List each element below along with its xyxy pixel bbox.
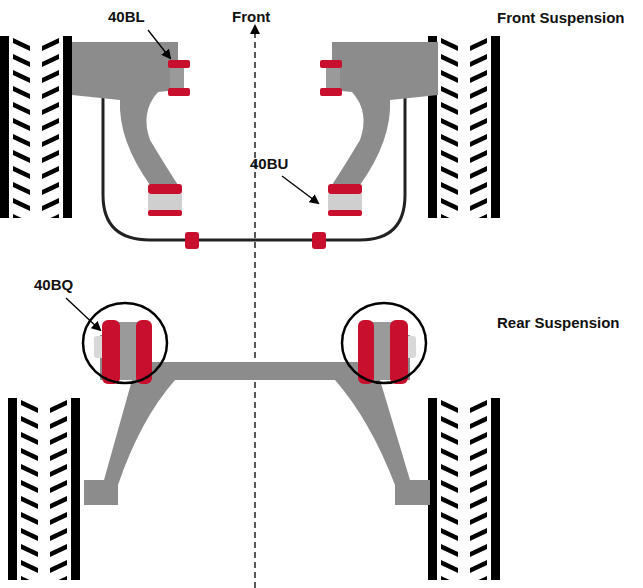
callout-number: 40BL [108,8,145,26]
callout-number: 40BU [250,155,288,173]
leader-line [282,176,318,203]
leader-line [148,30,170,58]
center-line [254,26,255,588]
section-title: Front Suspension [497,9,625,27]
rear-bushing [358,320,416,384]
highlight-circle [83,303,167,383]
highlight-circle [342,303,426,383]
callout-number: 40BQ [34,276,73,294]
tire [428,36,500,218]
rear-bushing [94,320,152,384]
tire [8,398,80,580]
direction-label: Front [232,8,270,26]
leader-line [66,298,100,330]
tire [428,398,500,580]
bar-bushing [312,232,326,249]
bar-bushing [185,232,199,249]
front-arm [72,42,190,216]
section-title: Rear Suspension [497,314,620,332]
tire [0,36,72,218]
